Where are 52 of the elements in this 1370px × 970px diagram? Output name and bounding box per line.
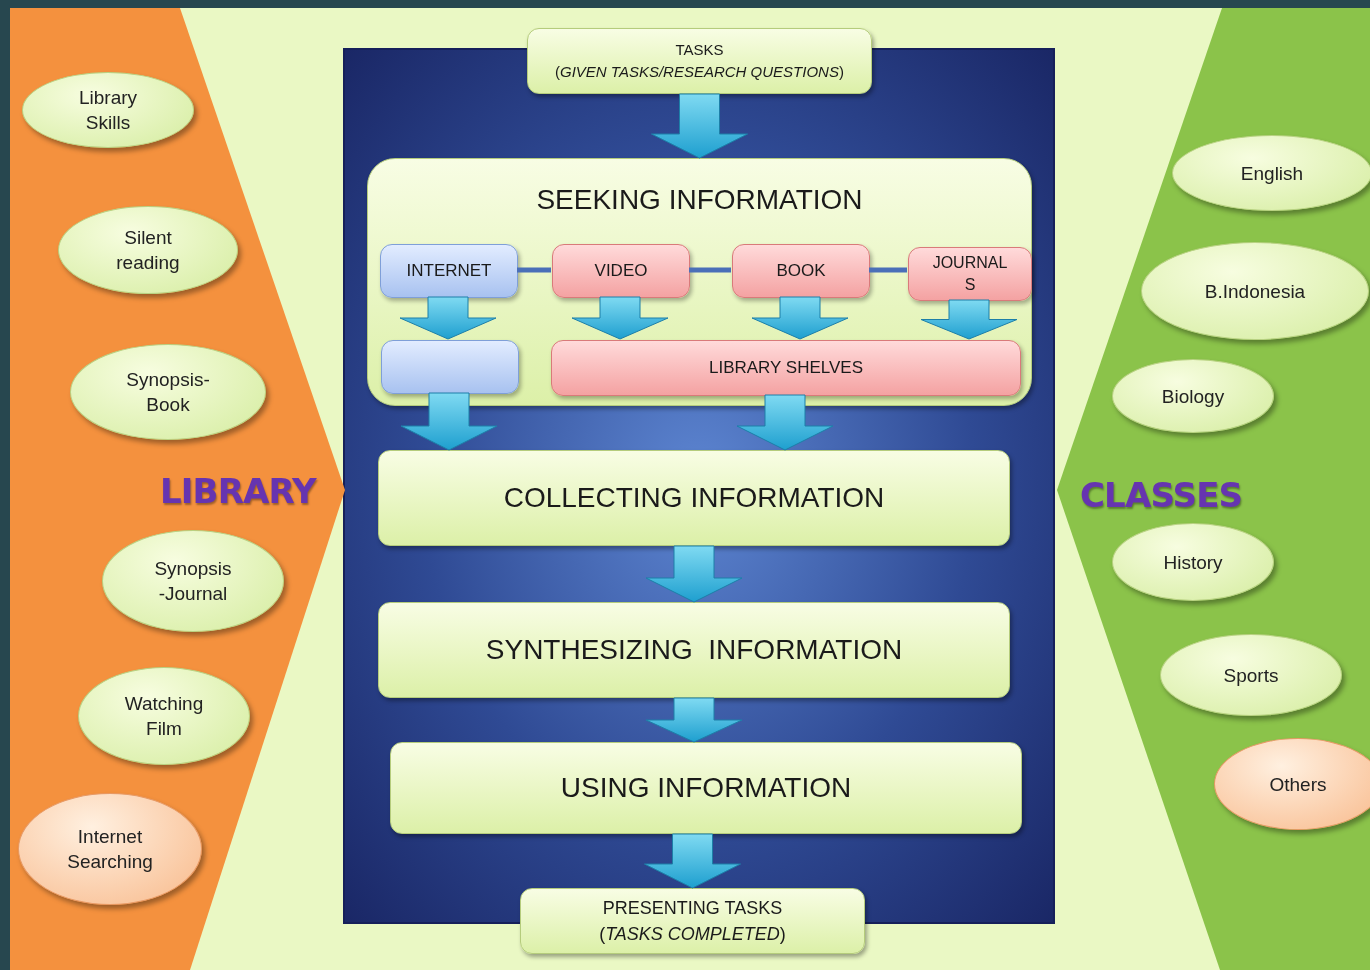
oval-label: Synopsis -Journal <box>154 558 232 604</box>
block-arrow <box>645 697 743 743</box>
block-arrow <box>751 296 849 340</box>
process-box <box>390 742 1022 834</box>
oval-label: Library Skills <box>78 87 138 133</box>
panel-title: SEEKING INFORMATION <box>536 183 863 217</box>
connector-line <box>869 267 907 273</box>
box-label: BOOK <box>776 260 826 283</box>
oval-label: History <box>1163 551 1223 573</box>
stage-panel <box>367 158 1032 406</box>
band-label: LIBRARY <box>160 471 316 511</box>
box-label: TASKS <box>675 40 724 60</box>
box-label: INTERNET <box>406 260 492 283</box>
process-box <box>551 340 1021 396</box>
box-label: COLLECTING INFORMATION <box>503 481 885 515</box>
oval-label: English <box>1240 162 1304 184</box>
process-box <box>908 247 1032 301</box>
connector-line <box>689 267 731 273</box>
process-box <box>380 244 518 298</box>
box-label: USING INFORMATION <box>560 771 852 805</box>
box-label: SYNTHESIZING INFORMATION <box>485 633 903 667</box>
band-label: CLASSES <box>1080 475 1243 515</box>
box-label: (GIVEN TASKS/RESEARCH QUESTIONS) <box>555 62 844 82</box>
block-arrow <box>400 392 498 451</box>
process-box <box>378 450 1010 546</box>
block-arrow <box>920 299 1018 340</box>
box-label: PRESENTING TASKS <box>602 897 783 920</box>
oval-label: B.Indonesia <box>1204 280 1306 302</box>
block-arrow <box>644 833 741 889</box>
process-box <box>732 244 870 298</box>
process-box <box>552 244 690 298</box>
oval-label: Watching Film <box>124 693 204 739</box>
process-box <box>381 340 519 394</box>
process-box <box>527 28 872 94</box>
box-label: (TASKS COMPLETED) <box>599 923 786 946</box>
block-arrow <box>736 394 834 451</box>
oval-label: Internet Searching <box>67 826 153 872</box>
oval-label: Silent reading <box>116 227 180 273</box>
oval-label: Synopsis- Book <box>126 369 210 415</box>
process-box <box>520 888 865 954</box>
box-label: VIDEO <box>594 260 648 283</box>
oval-label: Biology <box>1161 385 1225 407</box>
block-arrow <box>651 93 748 159</box>
connector-line <box>517 267 551 273</box>
process-box <box>378 602 1010 698</box>
block-arrow <box>399 296 497 340</box>
oval-label: Others <box>1269 773 1327 795</box>
box-label: JOURNALS <box>931 253 1009 295</box>
block-arrow <box>571 296 669 340</box>
box-label: LIBRARY SHELVES <box>709 357 863 380</box>
block-arrow <box>645 545 743 603</box>
oval-label: Sports <box>1223 664 1279 686</box>
